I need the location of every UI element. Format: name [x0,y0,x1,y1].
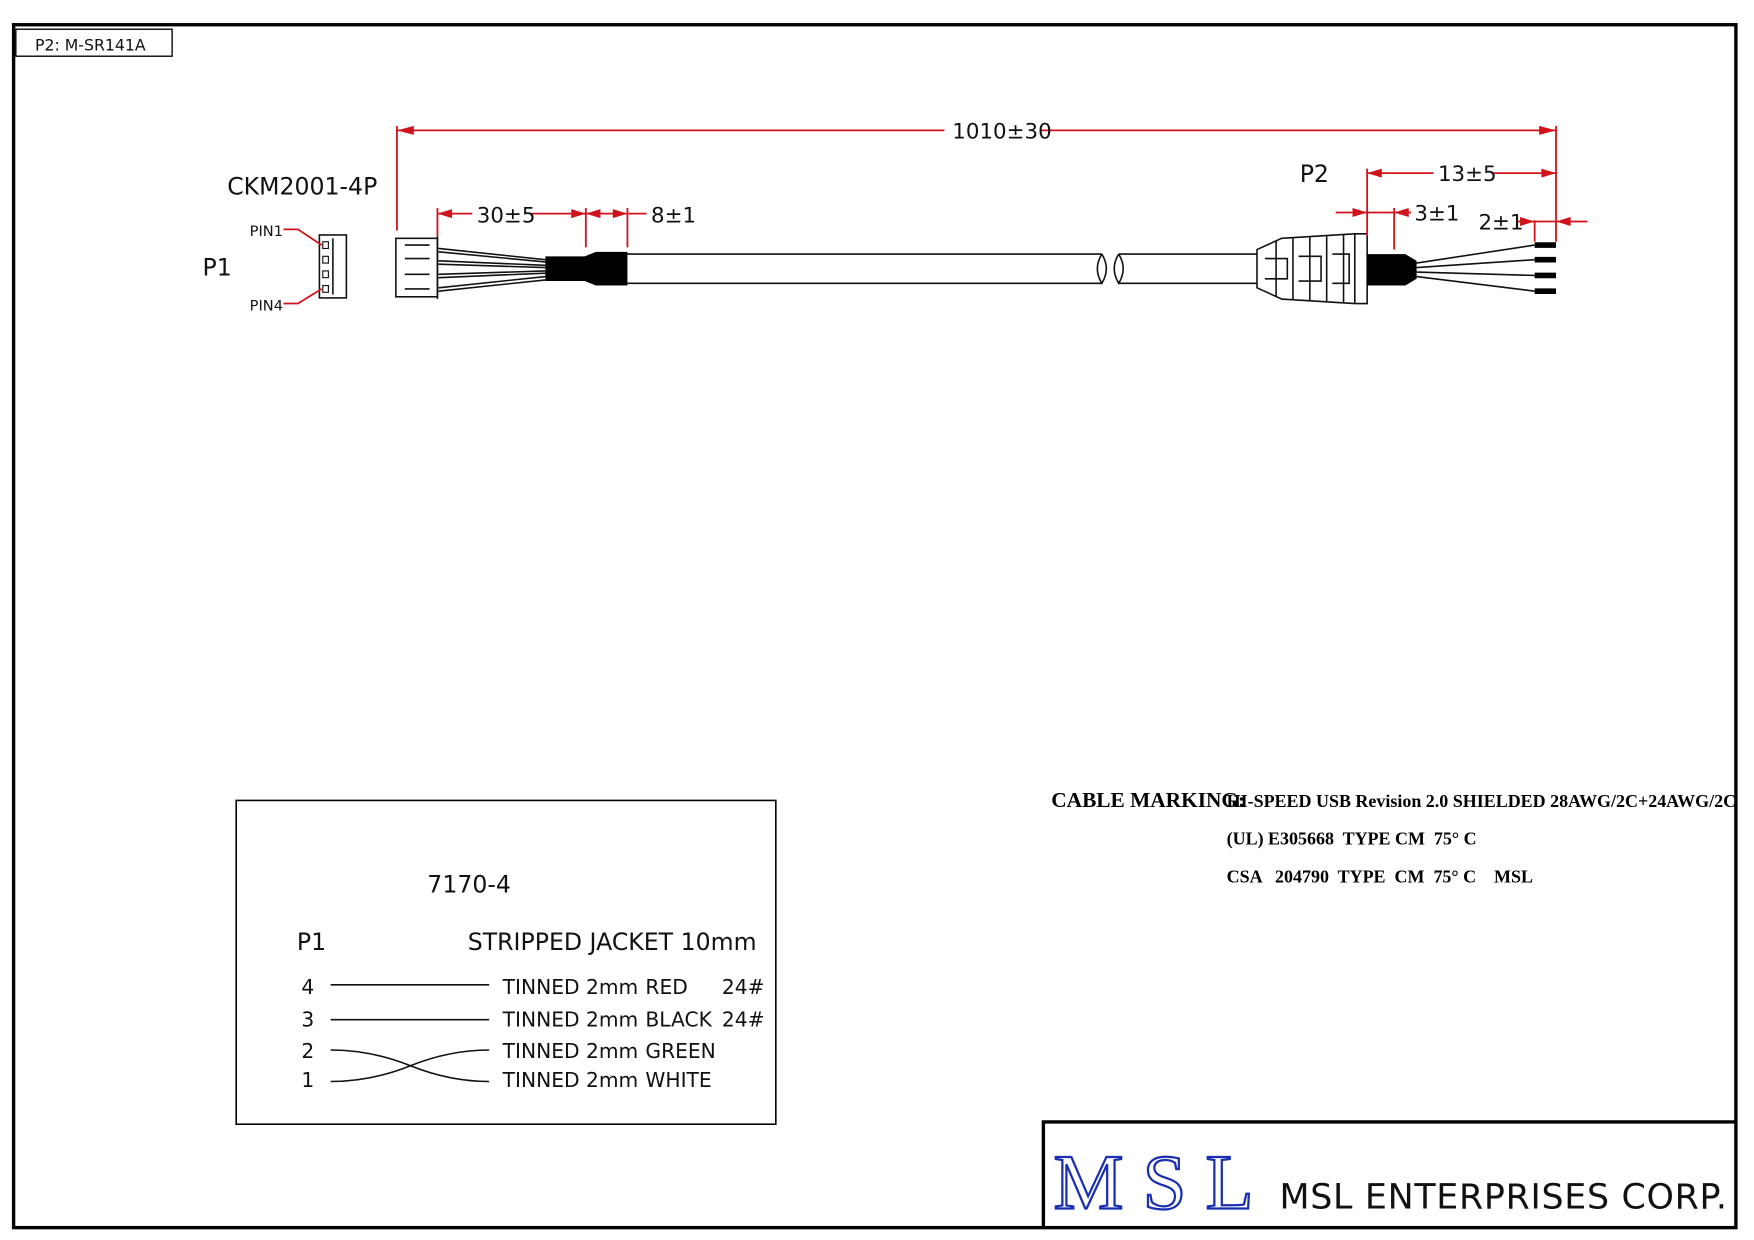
pinout-rows-3-desc: TINNED 2mm [502,1068,639,1092]
cable_marking-lines-0: HI-SPEED USB Revision 2.0 SHIELDED 28AWG… [1227,791,1736,811]
p2-heat-shrink [1367,254,1417,286]
cable-marking: CABLE MARKING: HI-SPEED USB Revision 2.0… [1051,788,1736,886]
pinout-rows-0-desc: TINNED 2mm [502,975,639,999]
p1-heat-shrink [545,251,628,286]
company-name: MSL ENTERPRISES CORP. [1279,1178,1726,1218]
pinout-title: 7170-4 [427,871,511,899]
dimensions-p2_tin: 2±1 [1478,210,1523,235]
title-block: MSL MSL ENTERPRISES CORP. [1041,1120,1736,1228]
pinout-col_right: STRIPPED JACKET 10mm [468,928,757,956]
p1-housing [395,236,439,300]
p2-label: P2 [1300,160,1329,188]
drawing-border [11,23,1738,1230]
overall-length: 1010±30 [952,119,1051,144]
pinout-rows-1-color: BLACK [645,1007,712,1031]
dimensions-p2_sleeve: 3±1 [1414,201,1459,226]
pinout-col_left: P1 [297,928,326,956]
pinout-rows-0-gauge: 24# [722,975,765,999]
dimensions-p2_total: 13±5 [1438,162,1497,187]
cable_marking-lines-2: CSA 204790 TYPE CM 75° C MSL [1227,867,1533,887]
p1-connector-face [283,228,348,305]
cable_marking-label: CABLE MARKING: [1051,788,1245,812]
dimensions-p1_sleeve: 8±1 [651,204,696,229]
pin4-label: PIN4 [250,297,283,314]
pinout-rows-1-desc: TINNED 2mm [502,1007,639,1031]
p1-dimensions: 30±5 8±1 [436,204,696,248]
pinout-table: 7170-4 P1 STRIPPED JACKET 10mm 4 TINNED … [235,799,777,1125]
part-tag: P2: M-SR141A [35,36,146,55]
pinout-rows-1-pin: 3 [301,1007,314,1031]
part-tag-box [15,28,173,57]
p1-label: P1 [202,253,231,281]
pinout-rows-3-pin: 1 [301,1068,314,1092]
p1-part: CKM2001-4P [227,172,377,200]
pinout-rows-2-desc: TINNED 2mm [502,1039,639,1063]
cable-jacket [627,253,1257,285]
p1-wires [438,247,546,292]
pinout-rows-2-pin: 2 [301,1039,314,1063]
pinout-rows-1-gauge: 24# [722,1007,765,1031]
p2-wires [1416,242,1557,294]
pinout-rows-0-color: RED [645,975,687,999]
pinout-rows-0-pin: 4 [301,975,314,999]
pinout-rows-3-color: WHITE [645,1068,711,1092]
p2-dimensions: 13±5 3±1 2±1 [1335,162,1588,250]
dimensions-p1_strip: 30±5 [477,204,536,229]
cable_marking-lines-1: (UL) E305668 TYPE CM 75° C [1227,828,1477,849]
msl-logo: MSL [1054,1140,1254,1227]
overall-dimension: 1010±30 [396,119,1557,242]
pin1-label: PIN1 [250,223,283,240]
pinout-rows-2-color: GREEN [645,1039,715,1063]
p2-strain-relief [1256,233,1368,305]
